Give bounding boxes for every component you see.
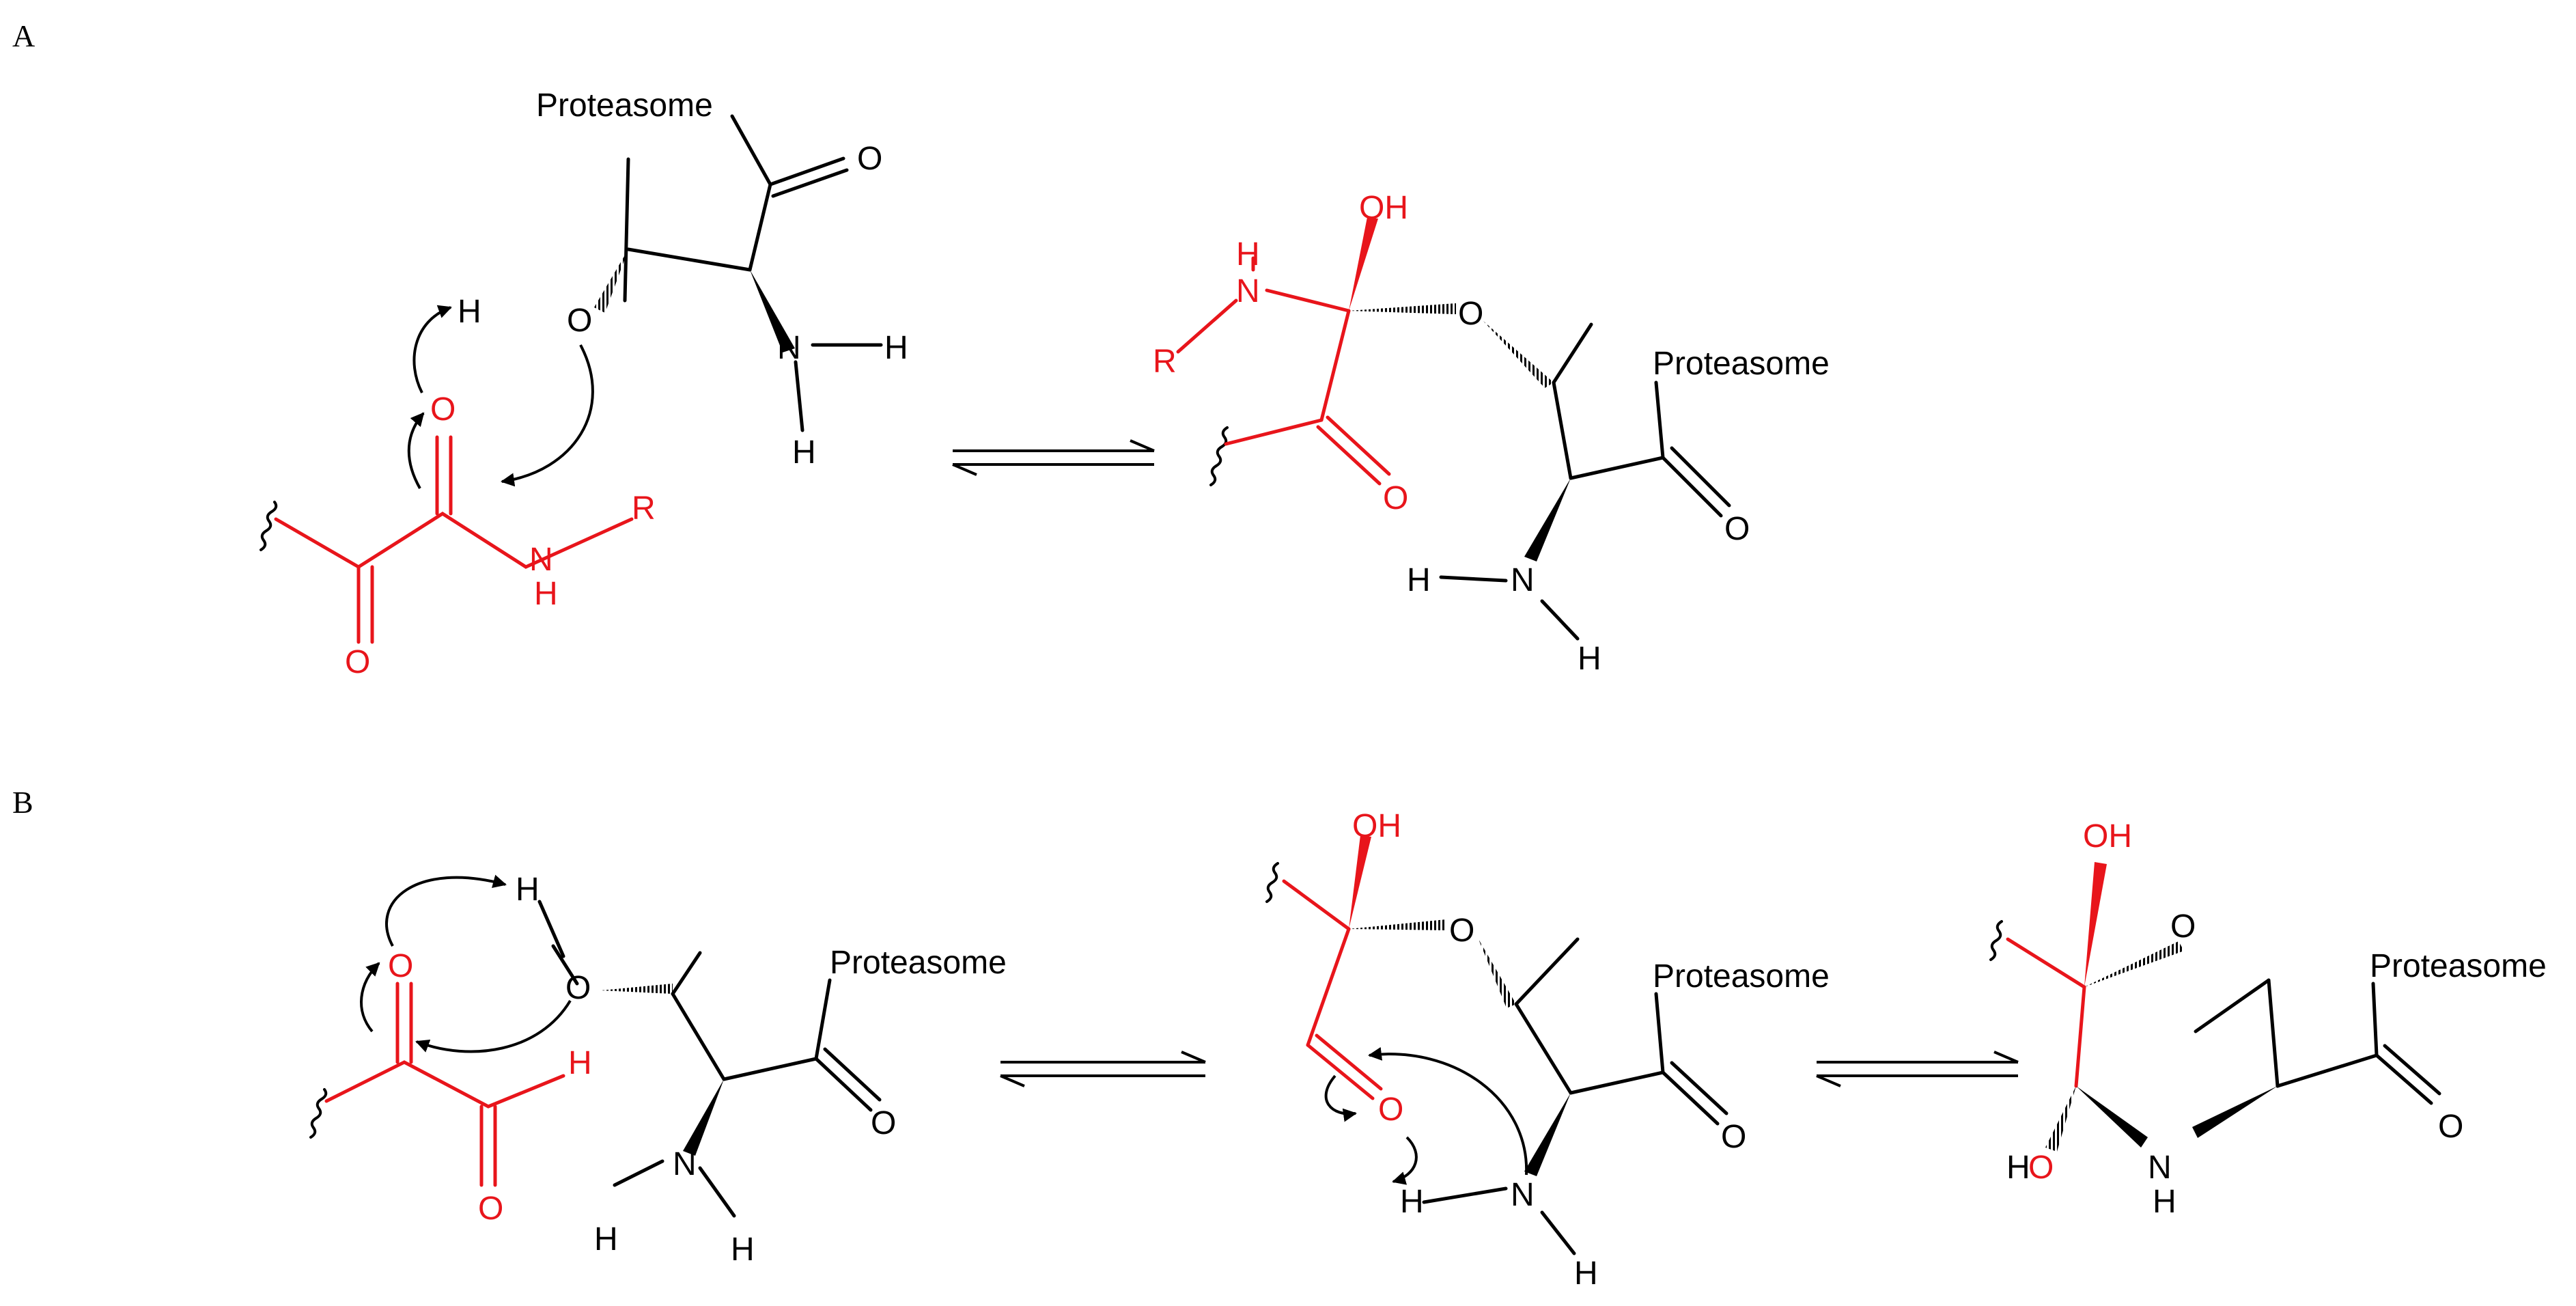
b-aldehyde-h: H [568, 1045, 592, 1081]
product-amine-n: N [1511, 562, 1535, 598]
hash-bond [1349, 303, 1456, 314]
carbonyl-o: O [857, 141, 882, 177]
amide-h: H [534, 576, 558, 612]
product-r-group: R [1153, 344, 1177, 380]
wedge-bond [2192, 1086, 2278, 1138]
b-amine-n: N [673, 1146, 697, 1182]
equilibrium-arrow [1816, 1051, 2019, 1087]
b-hydroxyl-o: O [565, 970, 591, 1006]
wedge-bond [1524, 1093, 1571, 1176]
amine-h: H [792, 434, 816, 471]
ring-oh: OH [2083, 818, 2132, 855]
hash-bond [594, 249, 628, 313]
hydroxyl-o: O [567, 303, 592, 339]
equilibrium-arrow [1000, 1051, 1206, 1087]
b-amine-h: H [594, 1221, 618, 1258]
product-amine-h: H [1578, 641, 1601, 677]
hash-bond [2045, 1086, 2076, 1152]
hash-bond [2084, 941, 2184, 987]
b-amine-h: H [731, 1232, 755, 1268]
ring-ho-black: H [2006, 1150, 2030, 1186]
wedge-bond [2084, 862, 2107, 987]
panel-a-product [1176, 256, 1731, 641]
b-keto-o: O [388, 948, 413, 984]
product-amide-h: H [1236, 236, 1260, 273]
panel-b-product [1989, 920, 2441, 1105]
wedge-bond [683, 1079, 724, 1156]
b-aldehyde-o: O [478, 1191, 503, 1227]
int-amine-n: N [1511, 1177, 1535, 1213]
proteasome-label: Proteasome [830, 945, 1007, 981]
amine-n: N [777, 330, 801, 366]
equilibrium-arrow [952, 439, 1155, 476]
int-ether-o: O [1449, 913, 1474, 949]
mechanism-arrows [360, 874, 572, 1053]
ring-ho-red: O [2028, 1150, 2054, 1186]
ring-nh-h: H [2153, 1184, 2176, 1220]
panel-b-intermediate [1265, 862, 1728, 1255]
panel-b-reactant [309, 900, 882, 1218]
int-amine-h: H [1400, 1184, 1424, 1220]
amide-o: O [430, 391, 456, 428]
panel-label-a: A [12, 18, 35, 53]
hydroxyl-h: H [458, 294, 481, 330]
product-ketone-o: O [1383, 480, 1408, 516]
amide-n: N [529, 542, 553, 578]
int-oh: OH [1352, 808, 1401, 844]
int-amine-h: H [1574, 1255, 1598, 1292]
hash-bond [1483, 321, 1554, 388]
int-aldehyde-o: O [1378, 1092, 1403, 1128]
ring-n: N [2148, 1150, 2172, 1186]
amine-h: H [884, 330, 908, 366]
r-group: R [632, 490, 656, 527]
product-amine-h: H [1407, 562, 1431, 598]
mechanism-arrows [1324, 1046, 1528, 1185]
b-carbonyl-o: O [871, 1105, 896, 1141]
mechanism-arrows [407, 305, 594, 489]
wedge-bond [1524, 478, 1571, 561]
proteasome-label: Proteasome [2370, 948, 2547, 984]
hash-bond [1349, 919, 1446, 930]
product-amide-n: N [1236, 273, 1260, 309]
ring-carbonyl-o: O [2438, 1109, 2463, 1145]
ring-o: O [2170, 908, 2196, 945]
wedge-bond [1349, 835, 1371, 929]
hash-bond [601, 984, 673, 994]
proteasome-label: Proteasome [536, 87, 713, 124]
panel-a-reactant [260, 114, 883, 644]
proteasome-label: Proteasome [1653, 346, 1830, 382]
proteasome-label: Proteasome [1653, 958, 1830, 995]
wedge-bond [1349, 217, 1378, 311]
keto-o: O [345, 644, 370, 680]
wedge-bond [2076, 1086, 2148, 1148]
product-carbonyl-o: O [1724, 511, 1750, 547]
hash-bond [1479, 939, 1516, 1008]
product-oh: OH [1359, 190, 1408, 226]
b-hydroxyl-h: H [516, 872, 540, 908]
int-carbonyl-o: O [1721, 1119, 1746, 1155]
product-ether-o: O [1458, 296, 1483, 332]
wedge-bond [750, 270, 795, 352]
panel-label-b: B [12, 785, 33, 820]
